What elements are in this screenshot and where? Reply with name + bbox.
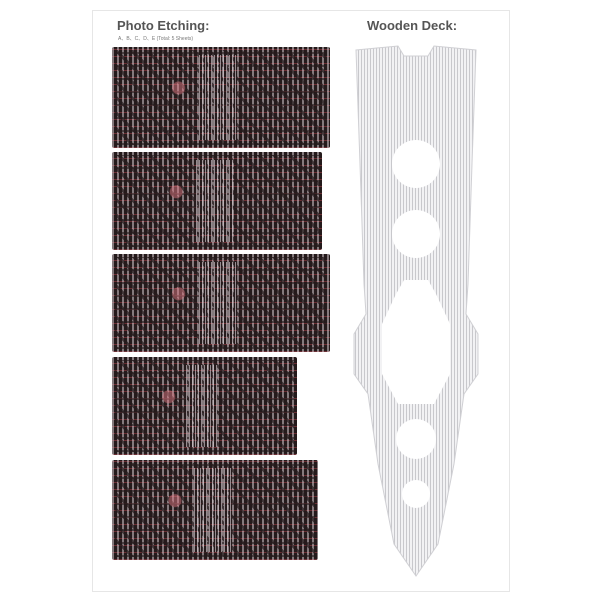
- etching-sheet-c: [112, 254, 330, 352]
- turret-opening: [396, 419, 436, 459]
- wooden-deck-sheet: [353, 45, 479, 577]
- etching-sheet-a: [112, 47, 330, 148]
- photo-etching-title: Photo Etching:: [117, 18, 210, 33]
- photo-etching-subtitle: A、B、C、D、E (Total: 5 Sheets): [118, 36, 194, 42]
- turret-opening: [402, 480, 430, 508]
- superstructure-opening: [382, 280, 450, 404]
- turret-opening: [392, 210, 440, 258]
- turret-opening: [392, 140, 440, 188]
- etching-sheet-d: [112, 357, 297, 455]
- wooden-deck-title: Wooden Deck:: [367, 18, 458, 33]
- etching-sheet-e: [112, 460, 318, 560]
- etching-sheet-b: [112, 152, 322, 250]
